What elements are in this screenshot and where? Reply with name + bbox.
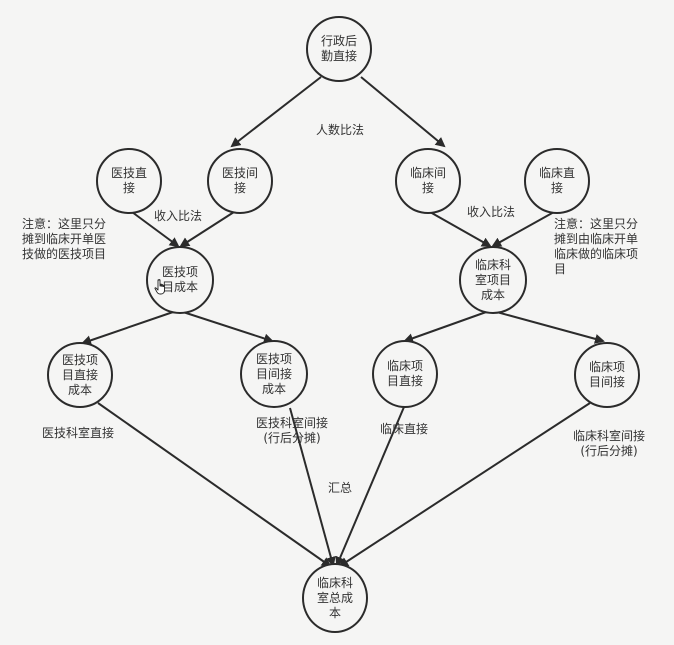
node-medtech-project-cost-label: 医技项目成本	[161, 265, 198, 294]
node-clinical-dept-project-cost-label: 临床科室项目成本	[474, 257, 511, 302]
label-medtech-dept-direct: 医技科室直接	[42, 426, 115, 440]
edge-admin-to-clinical-indirect	[360, 76, 446, 148]
edge-admin-to-medtech-indirect	[230, 76, 322, 148]
node-clinical-dept-total-cost-label: 临床科室总成本	[316, 575, 353, 620]
label-medtech-dept-indirect: 医技科室间接 (行后分摊)	[246, 416, 338, 446]
note-right: 注意：这里只分摊到由临床开单临床做的临床项目	[554, 217, 639, 276]
node-clinical-indirect[interactable]: 临床间接	[395, 148, 461, 214]
label-clinical-direct-edge: 临床直接	[380, 422, 429, 436]
edge-clinical-project-to-direct	[403, 310, 490, 344]
node-medtech-indirect[interactable]: 医技间接	[207, 148, 273, 214]
node-medtech-indirect-label: 医技间接	[221, 166, 258, 195]
node-medtech-project-indirect-cost[interactable]: 医技项目间接成本	[240, 340, 308, 408]
node-clinical-direct-label: 临床直接	[538, 166, 575, 195]
node-medtech-project-direct-cost[interactable]: 医技项目直接成本	[47, 342, 113, 408]
label-clinical-dept-indirect-line1: 临床科室间接	[572, 429, 645, 443]
node-clinical-project-direct[interactable]: 临床项目直接	[372, 340, 438, 408]
hand-pointer-icon	[154, 279, 165, 295]
label-clinical-dept-indirect: 临床科室间接 (行后分摊)	[566, 429, 652, 459]
edge-clinical-indirect-to-total	[338, 402, 591, 568]
node-clinical-project-indirect-label: 临床项目间接	[588, 360, 625, 389]
node-clinical-dept-project-cost[interactable]: 临床科室项目成本	[459, 246, 527, 314]
node-admin-direct-label: 行政后勤直接	[320, 34, 357, 63]
node-medtech-project-direct-cost-label: 医技项目直接成本	[61, 352, 98, 397]
edge-medtech-project-to-direct-cost	[81, 310, 177, 346]
edge-medtech-indirect-to-project	[179, 211, 235, 248]
label-summary: 汇总	[328, 481, 353, 495]
label-medtech-dept-indirect-line1: 医技科室间接	[255, 416, 328, 430]
node-medtech-direct[interactable]: 医技直接	[96, 148, 162, 214]
label-income-ratio-right: 收入比法	[467, 205, 516, 219]
edge-medtech-direct-cost-to-total	[97, 402, 332, 568]
node-clinical-indirect-label: 临床间接	[409, 166, 446, 195]
node-clinical-direct[interactable]: 临床直接	[524, 148, 590, 214]
label-medtech-dept-indirect-line2: (行后分摊)	[263, 431, 321, 445]
node-clinical-project-indirect[interactable]: 临床项目间接	[574, 342, 640, 408]
node-admin-direct[interactable]: 行政后勤直接	[306, 16, 372, 82]
edge-clinical-indirect-to-project	[429, 211, 492, 247]
label-clinical-dept-indirect-line2: (行后分摊)	[580, 444, 638, 458]
edge-clinical-project-to-indirect	[492, 310, 605, 344]
edge-medtech-direct-to-project	[131, 211, 180, 248]
edge-clinical-direct-to-project	[491, 211, 555, 247]
label-income-ratio-left: 收入比法	[154, 209, 203, 223]
edge-medtech-project-to-indirect-cost	[179, 310, 274, 344]
node-clinical-dept-total-cost[interactable]: 临床科室总成本	[302, 563, 368, 633]
node-medtech-direct-label: 医技直接	[110, 166, 147, 195]
node-clinical-project-direct-label: 临床项目直接	[386, 359, 423, 388]
label-headcount-ratio: 人数比法	[316, 123, 365, 137]
node-medtech-project-cost[interactable]: 医技项目成本	[146, 246, 214, 314]
edge-medtech-indirect-cost-to-total	[289, 407, 336, 567]
node-medtech-project-indirect-cost-label: 医技项目间接成本	[255, 351, 292, 396]
edge-clinical-direct-to-total	[335, 406, 405, 567]
note-left: 注意：这里只分摊到临床开单医技做的医技项目	[22, 217, 107, 261]
